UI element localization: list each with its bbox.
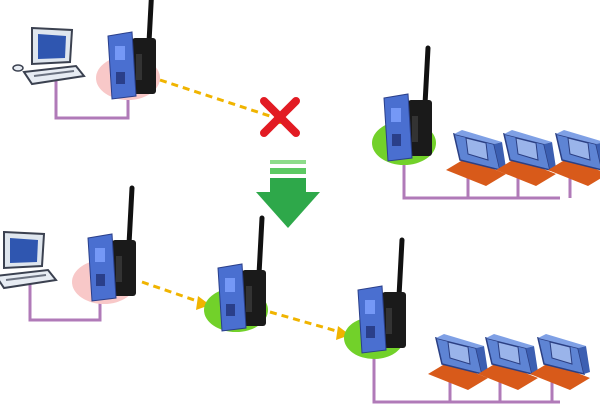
bottom-computer-icon: [0, 231, 57, 289]
top-io-module-icon-1: [445, 129, 507, 187]
bottom-wire-pc-link: [28, 282, 102, 322]
bottom-io-module-icon-2: [477, 333, 539, 391]
top-computer-icon: [12, 27, 85, 85]
top-dashed-link: [159, 78, 283, 122]
top-io-module-icon-3: [547, 129, 600, 187]
bottom-io-module-icon-3: [529, 333, 591, 391]
top-remote-wireless-modem-icon: [384, 48, 432, 161]
top-bus-wire: [402, 156, 560, 200]
bottom-io-module-icon-1: [427, 333, 489, 391]
green-down-arrow-icon: [256, 160, 320, 228]
bottom-remote-wireless-modem-icon: [358, 240, 406, 353]
bottom-repeater-wireless-modem-icon: [218, 218, 266, 331]
top-io-module-icon-2: [495, 129, 557, 187]
top-wire-pc-link: [54, 80, 130, 120]
bottom-local-wireless-modem-icon: [88, 188, 136, 301]
bottom-scene: [0, 188, 591, 404]
top-local-wireless-modem-icon: [108, 0, 156, 99]
top-scene: [12, 0, 600, 200]
bottom-dashed-link-2: [269, 310, 341, 334]
bottom-dashed-link-1: [141, 280, 201, 304]
red-x-icon: [260, 97, 300, 137]
bottom-bus-wire: [372, 355, 560, 404]
